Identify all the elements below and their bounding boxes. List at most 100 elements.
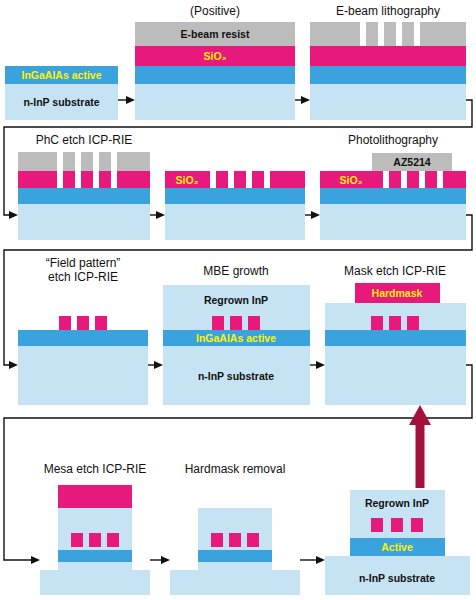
layer-label: InGaAlAs active [22, 69, 102, 81]
panel-mesa-etch [40, 485, 150, 595]
phc-pillar [391, 518, 403, 532]
substrate-layer [310, 84, 466, 120]
process-step-panel: MBE growthRegrown InP InGaAlAs active n-In… [163, 260, 310, 405]
flow-arrow [305, 214, 311, 215]
phc-pillar [229, 533, 241, 547]
substrate-layer [18, 346, 148, 405]
step-caption: Mesa etch ICP-RIE [44, 463, 147, 477]
active-layer [198, 550, 272, 563]
flow-arrow [300, 559, 316, 560]
layer-label: AZ5214 [393, 156, 430, 168]
panel-phc-etch [18, 152, 150, 240]
flow-arrow [4, 100, 472, 215]
flow-arrow [310, 364, 316, 365]
etched-hole [383, 171, 389, 188]
phc-pillar [71, 533, 83, 547]
active-layer [310, 66, 466, 84]
active-layer [58, 550, 132, 563]
process-step-panel: Hardmask removal [170, 458, 300, 595]
etched-hole [246, 171, 252, 188]
panel-field-etch [18, 316, 148, 405]
phc-pillar [212, 316, 224, 330]
panel-hardmask-removal [170, 508, 300, 595]
layer-label: E-beam resist [181, 28, 250, 40]
substrate-layer [165, 204, 305, 240]
active-layer [350, 538, 445, 556]
panel-substrate [5, 66, 118, 120]
panel-positive [135, 22, 295, 120]
phc-pillar [77, 316, 89, 330]
substrate-layer [135, 84, 295, 120]
step-caption: Hardmask removal [185, 463, 286, 477]
process-step-panel: Mask etch ICP-RIE Hardmask [325, 260, 466, 405]
layer-label: n-InP substrate [359, 572, 435, 584]
phc-pillar [230, 316, 242, 330]
layer-label: Active [381, 541, 413, 553]
layer-label: Regrown InP [365, 497, 429, 509]
flow-arrow [295, 99, 301, 100]
flow-arrow [148, 364, 154, 365]
resist-layer [18, 152, 150, 171]
layer-label: n-InP substrate [23, 96, 99, 108]
process-step-panel: (Positive) E-beam resistSiO₂ [135, 2, 295, 120]
flow-arrow [4, 215, 472, 365]
phc-pillar [248, 316, 260, 330]
substrate-mesa [58, 562, 132, 571]
panel-mbe [163, 285, 310, 405]
process-step-panel: PhC etch ICP-RIE [18, 131, 150, 240]
hardmask [58, 485, 132, 508]
active-layer [320, 188, 466, 204]
process-step-panel: “Field pattern” etch ICP-RIE [18, 254, 148, 405]
regrown-layer [163, 285, 310, 330]
phc-pillar [211, 533, 223, 547]
etched-hole [111, 152, 117, 188]
step-caption: Photolithography [348, 134, 438, 148]
regrown-layer [198, 508, 272, 550]
layer-label: SiO₂ [176, 174, 199, 186]
substrate-layer [320, 204, 466, 240]
layer-label: Regrown InP [204, 294, 268, 306]
phc-pillar [107, 533, 119, 547]
photoresist-block [372, 153, 452, 171]
step-caption: “Field pattern” etch ICP-RIE [33, 257, 133, 285]
layer-label: n-InP substrate [198, 370, 274, 382]
resist-opening [360, 22, 366, 46]
resist-layer [135, 22, 295, 46]
flow-arrow [150, 559, 161, 560]
resist-opening [396, 22, 402, 46]
zoom-arrow [416, 425, 425, 488]
active-layer [165, 188, 305, 204]
etched-hole [93, 152, 99, 188]
panel-mask-etch [325, 283, 466, 405]
flow-arrow [4, 365, 472, 560]
etched-hole [419, 171, 425, 188]
process-step-panel: E-beam lithography [310, 2, 466, 120]
etched-hole [210, 171, 216, 188]
active-layer [5, 66, 118, 84]
panel-final-device [325, 490, 470, 595]
flow-arrow [118, 99, 126, 100]
sio2-layer [310, 46, 466, 66]
etched-hole [57, 152, 63, 188]
step-caption: Mask etch ICP-RIE [344, 265, 446, 279]
step-caption: MBE growth [203, 265, 268, 279]
panel-resist-strip [165, 171, 305, 240]
etched-hole [264, 171, 270, 188]
flow-arrow [150, 214, 156, 215]
layer-label: InGaAlAs active [196, 332, 276, 344]
phc-pillar [389, 316, 401, 330]
layer-label: Hardmask [372, 287, 423, 299]
sio2-layer [135, 46, 295, 66]
phc-pillar [89, 533, 101, 547]
sio2-layer [18, 171, 150, 188]
active-layer [18, 330, 148, 346]
substrate-layer [170, 570, 300, 595]
process-step-panel: Mesa etch ICP-RIE [40, 458, 150, 595]
step-caption: (Positive) [190, 5, 240, 19]
active-layer [325, 330, 466, 346]
phc-pillar [59, 316, 71, 330]
layer-label: SiO₂ [204, 50, 227, 62]
etched-hole [437, 171, 443, 188]
etched-hole [228, 171, 234, 188]
